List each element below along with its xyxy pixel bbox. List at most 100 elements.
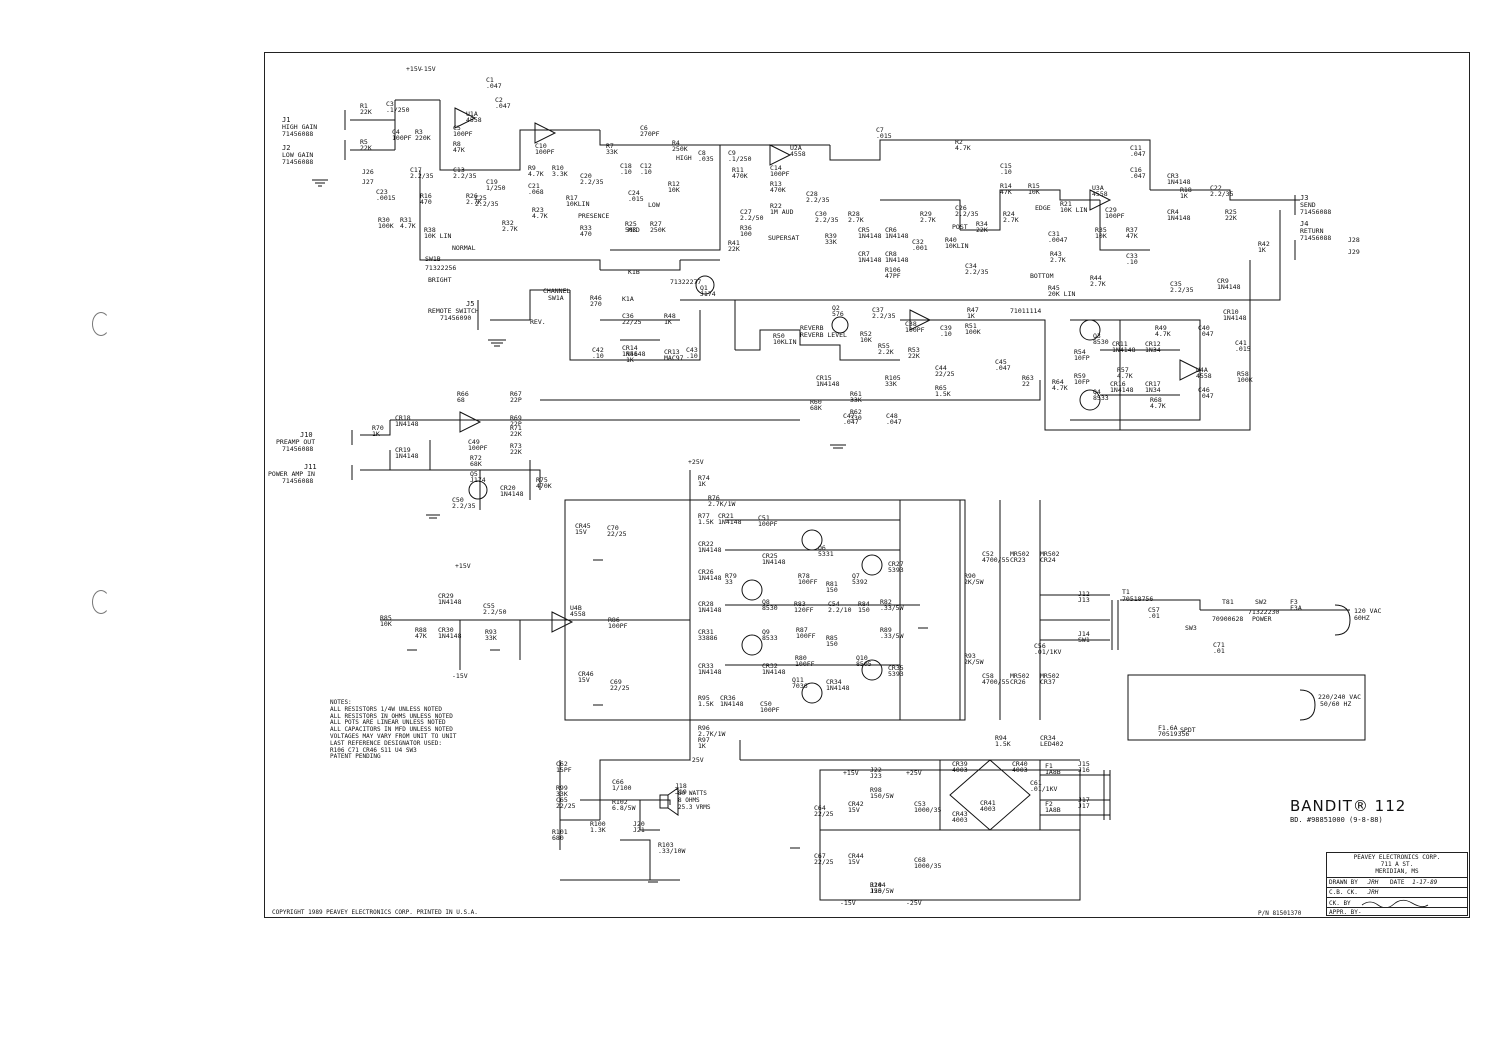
- component-designator: CR36: [720, 694, 736, 702]
- component-designator: CR12: [1145, 340, 1161, 348]
- component-value: 4558: [1196, 372, 1212, 380]
- component-value: 2.7K: [1003, 216, 1019, 224]
- component-designator: R25: [625, 220, 637, 228]
- component-designator: J24: [870, 881, 882, 889]
- component-value: F3A: [1290, 604, 1302, 612]
- component-designator: C30: [815, 210, 827, 218]
- j28-label: J28: [1348, 236, 1360, 244]
- component-value: 680: [552, 834, 564, 842]
- component-value: 4.7K: [532, 212, 548, 220]
- component-designator: R35: [1095, 226, 1107, 234]
- t81-label: T81: [1222, 598, 1234, 606]
- component-value: 22/25: [556, 802, 576, 810]
- component-value: .33/5W: [880, 632, 904, 640]
- component-designator: J17: [1078, 796, 1090, 804]
- component-value: 22/25: [814, 858, 834, 866]
- component-value: 10FP: [1074, 378, 1090, 386]
- component-value: 4558: [466, 116, 482, 124]
- component-value: .10: [686, 352, 698, 360]
- component-designator: CR17: [1145, 380, 1161, 388]
- component-designator: R87: [796, 626, 808, 634]
- component-designator: CR31: [698, 628, 714, 636]
- component-designator: R76: [708, 494, 720, 502]
- component-value: .0047: [1048, 236, 1068, 244]
- component-value: 470: [420, 198, 432, 206]
- component-designator: J22: [870, 766, 882, 774]
- component-designator: R96: [698, 724, 710, 732]
- component-value: 4558: [790, 150, 806, 158]
- component-value: 1M AUD: [770, 208, 794, 216]
- component-designator: R98: [870, 786, 882, 794]
- component-designator: CR20: [500, 484, 516, 492]
- component-designator: C34: [965, 262, 977, 270]
- k1b-part: 71322277: [670, 278, 701, 286]
- rail-label: -25V: [906, 899, 922, 907]
- component-value: 10FP: [1074, 354, 1090, 362]
- component-value: 1N4148: [1223, 314, 1247, 322]
- j10-label: J10: [300, 431, 313, 439]
- component-value: CR37: [1040, 678, 1056, 686]
- component-value: 33: [725, 578, 733, 586]
- component-designator: R106: [885, 266, 901, 274]
- t81-part: 70900628: [1212, 615, 1243, 623]
- component-designator: C36: [622, 312, 634, 320]
- component-value: 1N4148: [718, 518, 742, 526]
- j2-part: 71456088: [282, 158, 313, 166]
- cb-ck-label: C.B. CK.: [1329, 889, 1358, 896]
- punch-hole: [92, 312, 110, 336]
- component-designator: J20: [633, 820, 645, 828]
- component-designator: R86: [608, 616, 620, 624]
- component-value: 2.7K: [920, 216, 936, 224]
- board-number: BD. #98851000 (9-8-88): [1290, 816, 1383, 824]
- component-labels: R122KR522KC3.1/250C4100PFR3220KC1.047C2.…: [360, 76, 1302, 895]
- component-designator: CR3: [1167, 172, 1179, 180]
- j5-label: J5: [466, 300, 474, 308]
- component-designator: C11: [1130, 144, 1142, 152]
- component-value: 33K: [485, 634, 497, 642]
- component-designator: R70: [372, 424, 384, 432]
- component-value: 1N4148: [438, 632, 462, 640]
- bottom-label: BOTTOM: [1030, 272, 1054, 280]
- reverb-label: REVERB: [800, 324, 824, 332]
- component-designator: CR11: [1112, 340, 1128, 348]
- component-designator: R74: [698, 474, 710, 482]
- component-value: 150: [858, 606, 870, 614]
- component-value: 10K: [668, 186, 680, 194]
- sw3-label: SW3: [1185, 624, 1197, 632]
- edge-label: EDGE: [1035, 204, 1051, 212]
- component-value: 15PF: [556, 766, 572, 774]
- component-value: 150: [826, 586, 838, 594]
- component-value: 1A8B: [1045, 768, 1061, 776]
- j5-part: 71456090: [440, 314, 471, 322]
- component-value: 270: [590, 300, 602, 308]
- component-designator: R41: [728, 239, 740, 247]
- component-value: 1.5K: [698, 518, 714, 526]
- component-designator: C27: [740, 208, 752, 216]
- component-designator: CR35: [888, 664, 904, 672]
- component-value: 1/100: [612, 784, 632, 792]
- component-value: 2.2/50: [483, 608, 507, 616]
- component-designator: R1: [360, 102, 368, 110]
- component-value: 1N4148: [816, 380, 840, 388]
- note-line: ALL CAPACITORS IN MFD UNLESS NOTED: [330, 726, 453, 734]
- component-value: 68K: [470, 460, 482, 468]
- component-value: 22K: [510, 448, 522, 456]
- high-label: HIGH: [676, 154, 692, 162]
- component-value: 10K: [1028, 188, 1040, 196]
- component-value: .01: [1213, 647, 1225, 655]
- component-value: 576: [832, 310, 844, 318]
- component-designator: CR7: [858, 250, 870, 258]
- component-designator: R18: [1180, 186, 1192, 194]
- component-value: 100FF: [796, 632, 816, 640]
- component-designator: R105: [885, 374, 901, 382]
- component-value: 1N4148: [762, 668, 786, 676]
- component-designator: C45: [995, 358, 1007, 366]
- component-value: 2.2/35: [410, 172, 434, 180]
- component-designator: C37: [872, 306, 884, 314]
- component-value: 100PF: [905, 326, 925, 334]
- component-designator: C2: [495, 96, 503, 104]
- component-designator: C66: [612, 778, 624, 786]
- component-designator: R10: [552, 164, 564, 172]
- component-designator: R57: [1117, 366, 1129, 374]
- component-designator: R72: [470, 454, 482, 462]
